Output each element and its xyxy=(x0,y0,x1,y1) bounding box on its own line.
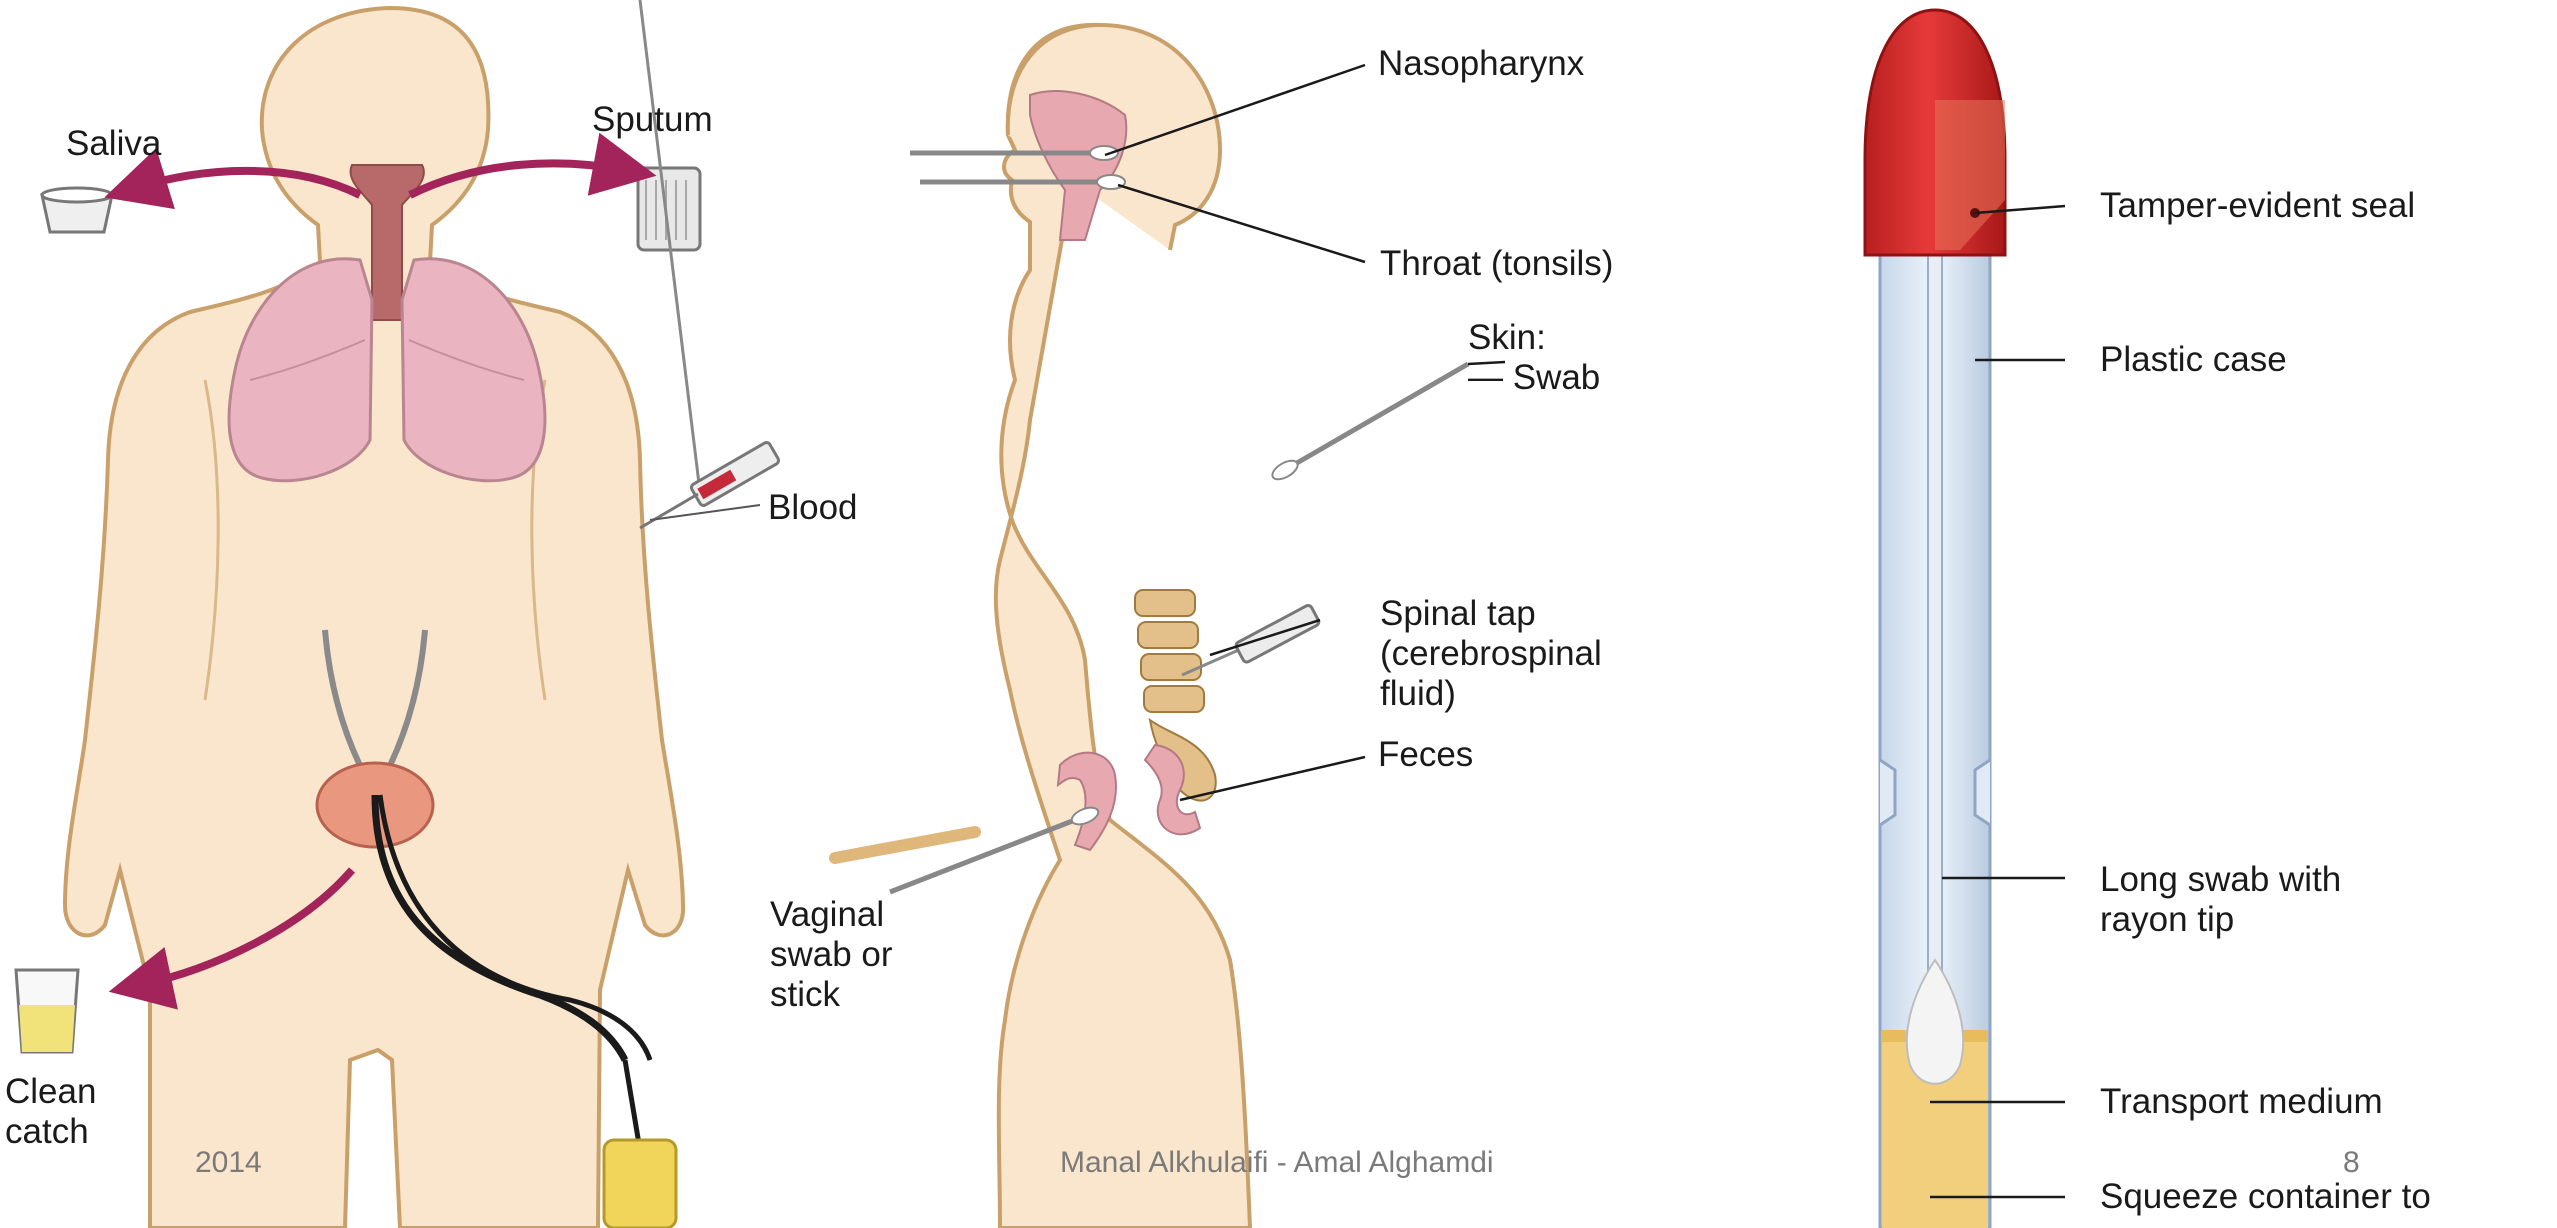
transport-swab-tube xyxy=(1865,10,2005,1228)
label-nasopharynx: Nasopharynx xyxy=(1378,44,1584,84)
label-spinal-line3: fluid) xyxy=(1380,674,1602,714)
label-vaginal-line2: swab or xyxy=(770,935,893,975)
blood-syringe-icon xyxy=(640,0,780,528)
label-clean-catch-line1: Clean xyxy=(5,1072,96,1112)
label-saliva: Saliva xyxy=(66,124,161,164)
label-clean-catch-line2: catch xyxy=(5,1112,96,1152)
label-spinal-line2: (cerebrospinal xyxy=(1380,634,1602,674)
swab-shaft xyxy=(1928,240,1942,970)
label-long-swab: Long swab with rayon tip xyxy=(2100,860,2341,940)
label-vaginal: Vaginal swab or stick xyxy=(770,895,893,1015)
wooden-stick xyxy=(835,832,975,858)
label-spinal-tap: Spinal tap (cerebrospinal fluid) xyxy=(1380,594,1602,714)
label-throat: Throat (tonsils) xyxy=(1380,244,1613,284)
label-transport-medium: Transport medium xyxy=(2100,1082,2383,1122)
label-vaginal-line1: Vaginal xyxy=(770,895,893,935)
label-vaginal-line3: stick xyxy=(770,975,893,1015)
label-skin-swab: Skin: — Swab xyxy=(1468,318,1600,398)
label-clean-catch: Clean catch xyxy=(5,1072,96,1152)
label-sputum: Sputum xyxy=(592,100,713,140)
label-tamper-seal: Tamper-evident seal xyxy=(2100,186,2415,226)
footer-authors: Manal Alkhulaifi - Amal Alghamdi xyxy=(1060,1146,1494,1180)
label-feces: Feces xyxy=(1378,735,1473,775)
label-long-swab-line1: Long swab with xyxy=(2100,860,2341,900)
label-skin-line2: — Swab xyxy=(1468,358,1600,398)
label-plastic-case: Plastic case xyxy=(2100,340,2287,380)
label-squeeze: Squeeze container to xyxy=(2100,1177,2431,1217)
label-blood: Blood xyxy=(768,488,858,528)
label-long-swab-line2: rayon tip xyxy=(2100,900,2341,940)
label-spinal-line1: Spinal tap xyxy=(1380,594,1602,634)
label-skin-line1: Skin: xyxy=(1468,318,1600,358)
right-lung xyxy=(402,259,545,481)
side-body-figure xyxy=(835,25,1468,1228)
footer-year: 2014 xyxy=(195,1146,262,1180)
front-body-figure xyxy=(16,0,780,1228)
spinal-tap-syringe-icon xyxy=(1182,604,1320,675)
footer-page-number: 8 xyxy=(2343,1146,2360,1180)
skin-swab xyxy=(1290,364,1468,467)
left-lung xyxy=(229,259,372,481)
catheter-bag xyxy=(604,1140,676,1228)
